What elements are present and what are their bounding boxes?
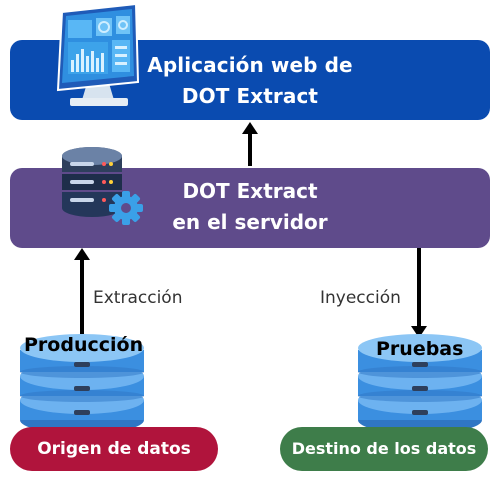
server-title: DOT Extract en el servidor xyxy=(140,176,360,240)
monitor-dashboard-icon xyxy=(56,4,140,106)
server-gear-icon xyxy=(62,147,143,225)
webapp-title: Aplicación web de DOT Extract xyxy=(140,50,360,114)
arrow-extraction xyxy=(74,248,90,334)
server-title-line1: DOT Extract xyxy=(182,179,318,203)
source-badge xyxy=(10,427,218,471)
target-badge-label: Destino de los datos xyxy=(291,439,477,458)
target-db-title: Pruebas xyxy=(376,338,464,360)
arrow-injection xyxy=(411,248,427,338)
server-title-line2: en el servidor xyxy=(172,210,328,234)
injection-label: Inyección xyxy=(320,288,401,308)
source-badge-label: Origen de datos xyxy=(37,439,191,459)
target-badge xyxy=(280,427,488,471)
webapp-title-line1: Aplicación web de xyxy=(147,53,353,77)
arrow-up-to-webapp xyxy=(242,122,258,166)
extraction-label: Extracción xyxy=(93,288,183,308)
source-db-title: Producción xyxy=(24,334,144,356)
webapp-title-line2: DOT Extract xyxy=(181,84,319,108)
